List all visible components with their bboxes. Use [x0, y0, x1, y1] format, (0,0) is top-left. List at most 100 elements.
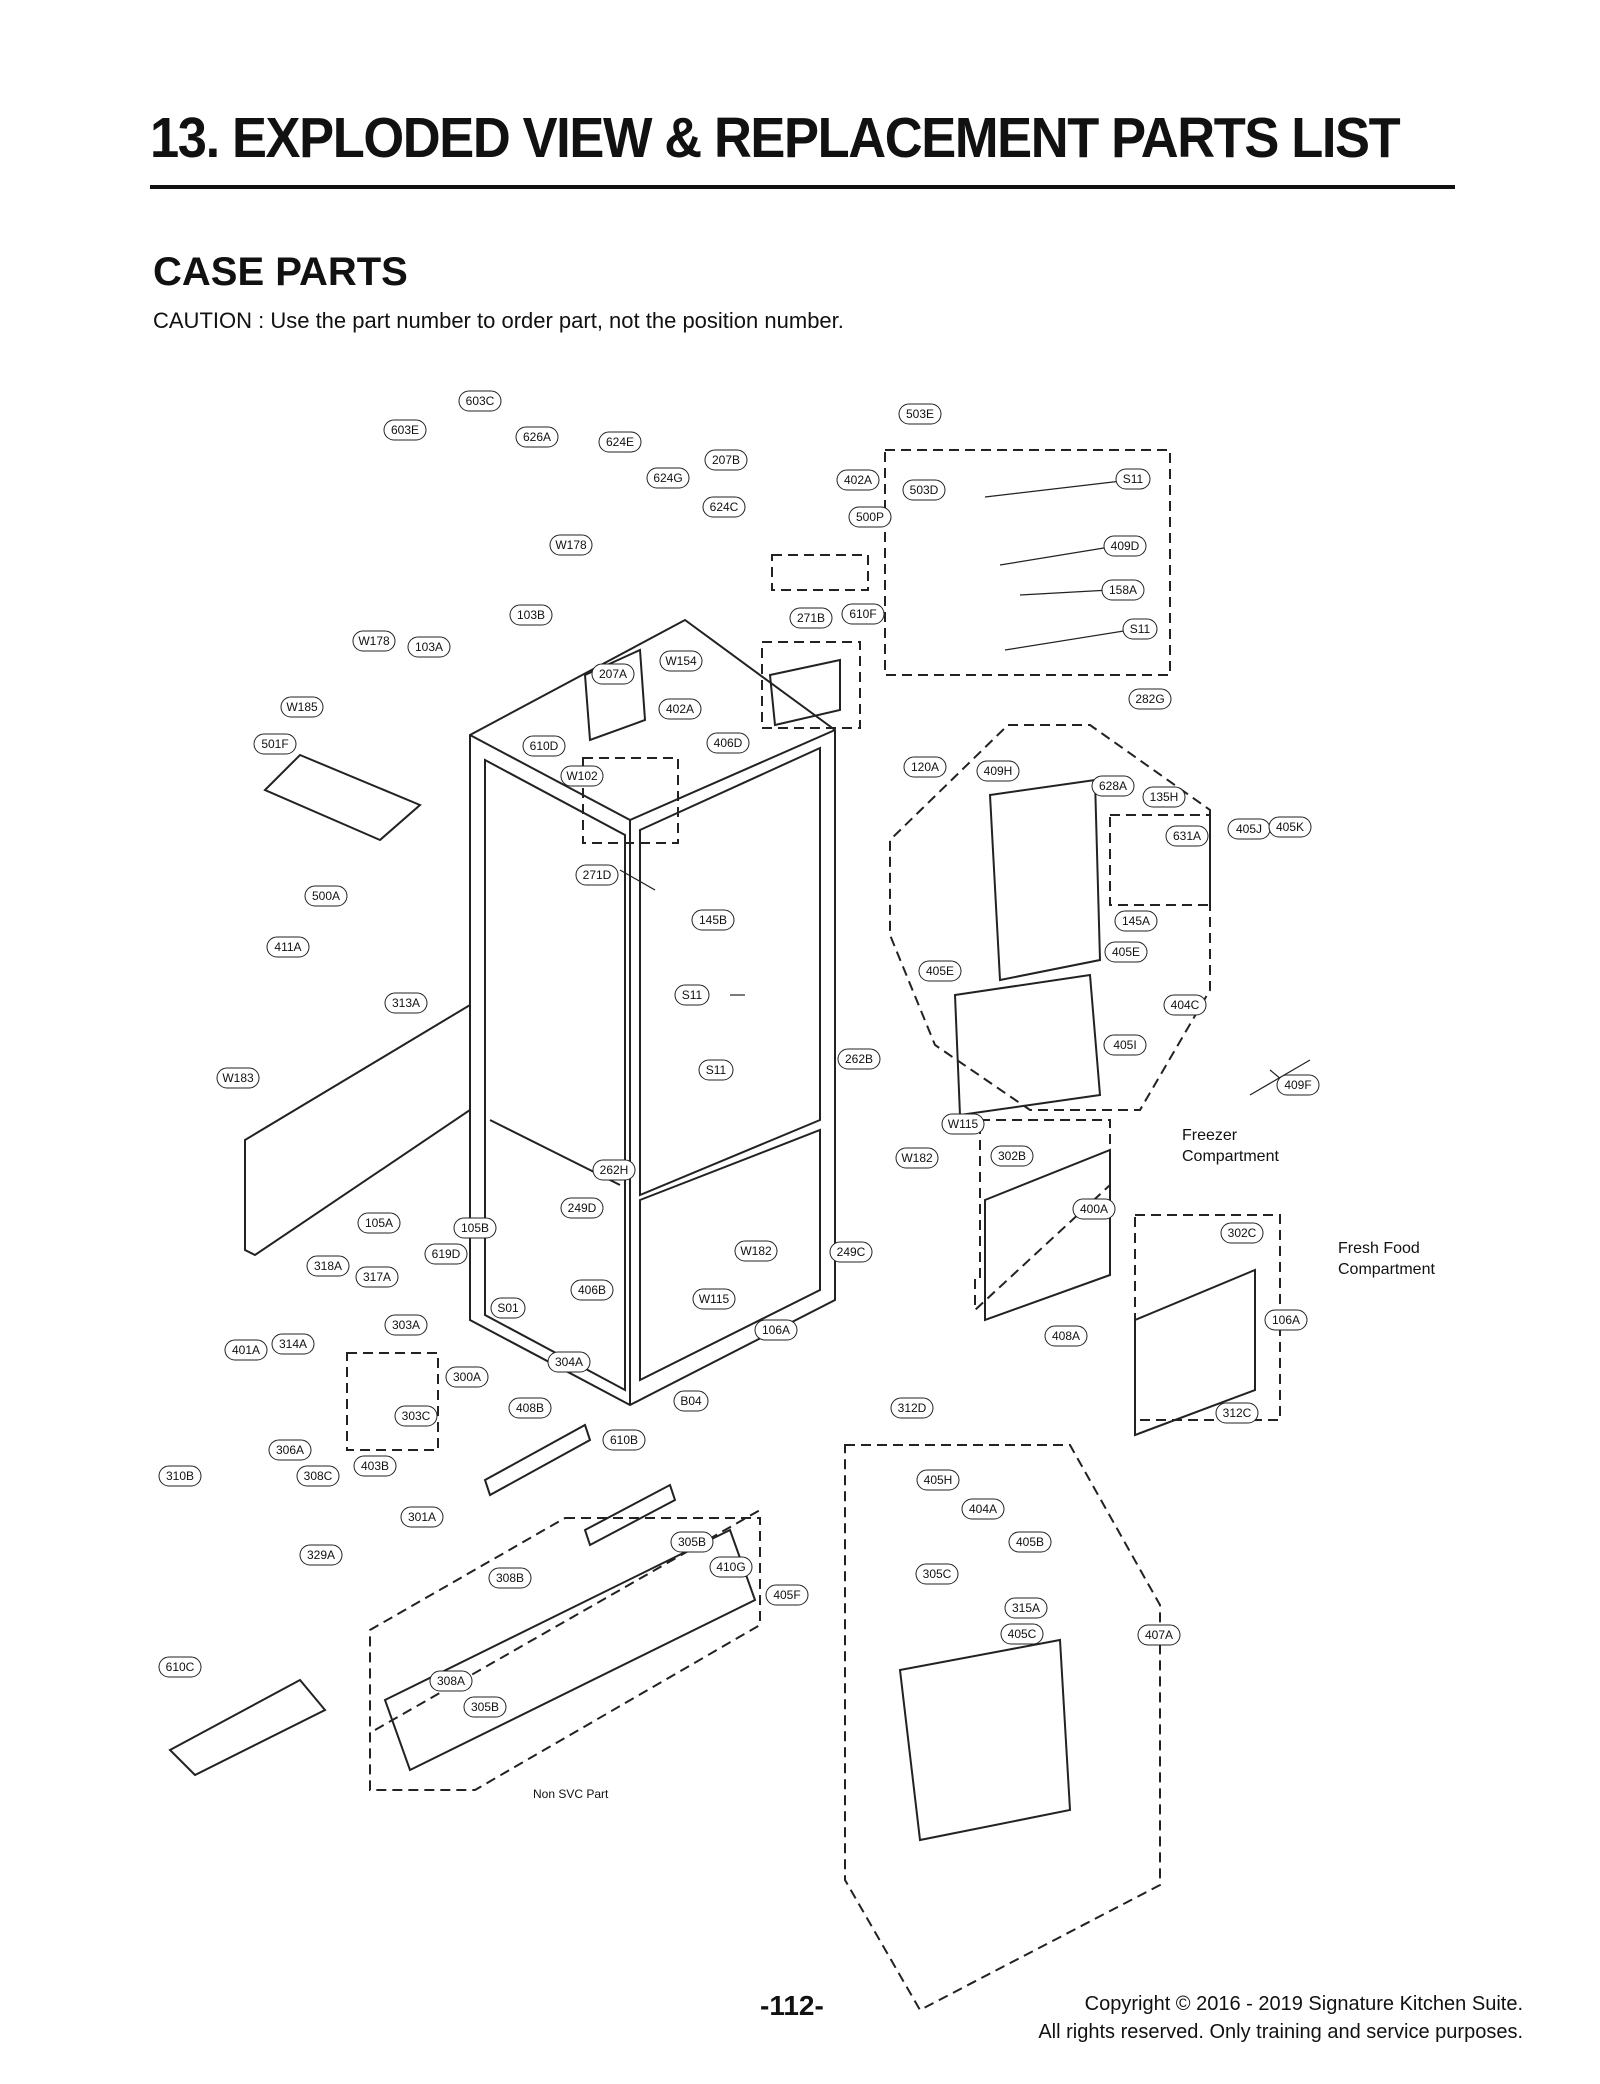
page-number: -112- — [760, 1990, 824, 2021]
callout-label: 300A — [453, 1370, 481, 1384]
callout-label: 406D — [714, 736, 743, 750]
callout-oval — [602, 1429, 646, 1451]
callout-oval — [384, 1314, 428, 1336]
callout-oval — [765, 1584, 809, 1606]
callout-oval — [1103, 535, 1147, 557]
callout-label: 404C — [1171, 998, 1200, 1012]
callout-oval — [692, 1288, 736, 1310]
callout-oval — [659, 650, 703, 672]
callout-oval — [1276, 1074, 1320, 1096]
callout-312d-83: 312D — [890, 1397, 934, 1419]
callout-label: 409H — [984, 764, 1013, 778]
callout-label: 405K — [1276, 820, 1304, 834]
callout-oval — [352, 630, 396, 652]
note-non-svc: Non SVC Part — [533, 1787, 609, 1801]
callout-503e-9: 503E — [898, 403, 942, 425]
callout-249d-57: 249D — [560, 1197, 604, 1219]
callout-label: 271B — [797, 611, 825, 625]
callout-oval — [1103, 1034, 1147, 1056]
callout-w102-27: W102 — [560, 765, 604, 787]
callout-103a-20: 103A — [407, 636, 451, 658]
callout-oval — [698, 1059, 734, 1081]
callout-label: 106A — [762, 1323, 790, 1337]
callout-oval — [1215, 1402, 1259, 1424]
callout-628a-33: 628A — [1091, 775, 1135, 797]
callout-135h-34: 135H — [1142, 786, 1186, 808]
callout-308b-93: 308B — [488, 1567, 532, 1589]
callout-label: 408B — [516, 1401, 544, 1415]
callout-oval — [704, 449, 748, 471]
callout-306a-81: 306A — [268, 1439, 312, 1461]
callout-label: 105A — [365, 1216, 393, 1230]
callout-label: 305B — [678, 1535, 706, 1549]
callout-oval — [941, 1113, 985, 1135]
duct-assemblies — [898, 778, 1102, 1842]
callout-oval — [224, 1339, 268, 1361]
callout-w115-52: W115 — [941, 1113, 985, 1135]
callout-409h-32: 409H — [976, 760, 1020, 782]
callout-404a-88: 404A — [961, 1498, 1005, 1520]
callout-label: 405C — [1008, 1627, 1037, 1641]
callout-oval — [1008, 1531, 1052, 1553]
callout-oval — [383, 419, 427, 441]
callout-oval — [570, 1279, 614, 1301]
callout-label: S11 — [682, 988, 703, 1002]
shelf-plate — [263, 753, 422, 842]
callout-oval — [384, 992, 428, 1014]
callout-301a-89: 301A — [400, 1506, 444, 1528]
callout-label: 306A — [276, 1443, 304, 1457]
callout-label: 401A — [232, 1343, 260, 1357]
callout-oval — [158, 1656, 202, 1678]
callout-305c-95: 305C — [915, 1563, 959, 1585]
callout-oval — [754, 1319, 798, 1341]
callout-label: 158A — [1109, 583, 1137, 597]
callout-label: 262B — [845, 1052, 873, 1066]
callout-405k-37: 405K — [1268, 816, 1312, 838]
callout-label: 312C — [1223, 1406, 1252, 1420]
callout-402a-23: 402A — [658, 698, 702, 720]
callout-626a-2: 626A — [515, 426, 559, 448]
callout-405e-43: 405E — [918, 960, 962, 982]
callout-label: S11 — [1123, 472, 1144, 486]
callout-oval — [674, 984, 710, 1006]
callout-s11-11: S11 — [1115, 468, 1151, 490]
callout-oval — [280, 696, 324, 718]
callout-249c-62: 249C — [829, 1241, 873, 1263]
callout-oval — [508, 1397, 552, 1419]
callout-oval — [1264, 1309, 1308, 1331]
callout-label: 503E — [906, 407, 934, 421]
callout-oval — [1115, 468, 1151, 490]
note-freshfood-2: Compartment — [1338, 1261, 1435, 1278]
callout-label: 403B — [361, 1459, 389, 1473]
callout-oval — [1044, 1325, 1088, 1347]
callout-610d-26: 610D — [522, 735, 566, 757]
callout-405e-42: 405E — [1104, 941, 1148, 963]
callout-label: 631A — [1173, 829, 1201, 843]
callout-oval — [463, 1696, 507, 1718]
title-rule — [150, 185, 1455, 189]
callout-oval — [898, 403, 942, 425]
callout-oval — [549, 534, 593, 556]
callout-label: 106A — [1272, 1313, 1300, 1327]
callout-500a-38: 500A — [304, 885, 348, 907]
callout-w178-15: W178 — [549, 534, 593, 556]
cabinet-body — [469, 618, 836, 1407]
callout-label: 500A — [312, 889, 340, 903]
callout-303a-69: 303A — [384, 1314, 428, 1336]
callout-318a-64: 318A — [306, 1255, 350, 1277]
callout-label: 501F — [261, 737, 288, 751]
callout-305b-90: 305B — [670, 1531, 714, 1553]
callout-oval — [1072, 1198, 1116, 1220]
callout-302c-63: 302C — [1220, 1222, 1264, 1244]
callout-oval — [453, 1217, 497, 1239]
callout-329a-92: 329A — [299, 1544, 343, 1566]
callout-313a-47: 313A — [384, 992, 428, 1014]
callout-315a-97: 315A — [1004, 1597, 1048, 1619]
callout-oval — [1163, 994, 1207, 1016]
callout-label: 312D — [898, 1401, 927, 1415]
callout-405h-87: 405H — [916, 1469, 960, 1491]
callout-312c-79: 312C — [1215, 1402, 1259, 1424]
callout-s01-68: S01 — [490, 1297, 526, 1319]
callout-oval — [304, 885, 348, 907]
